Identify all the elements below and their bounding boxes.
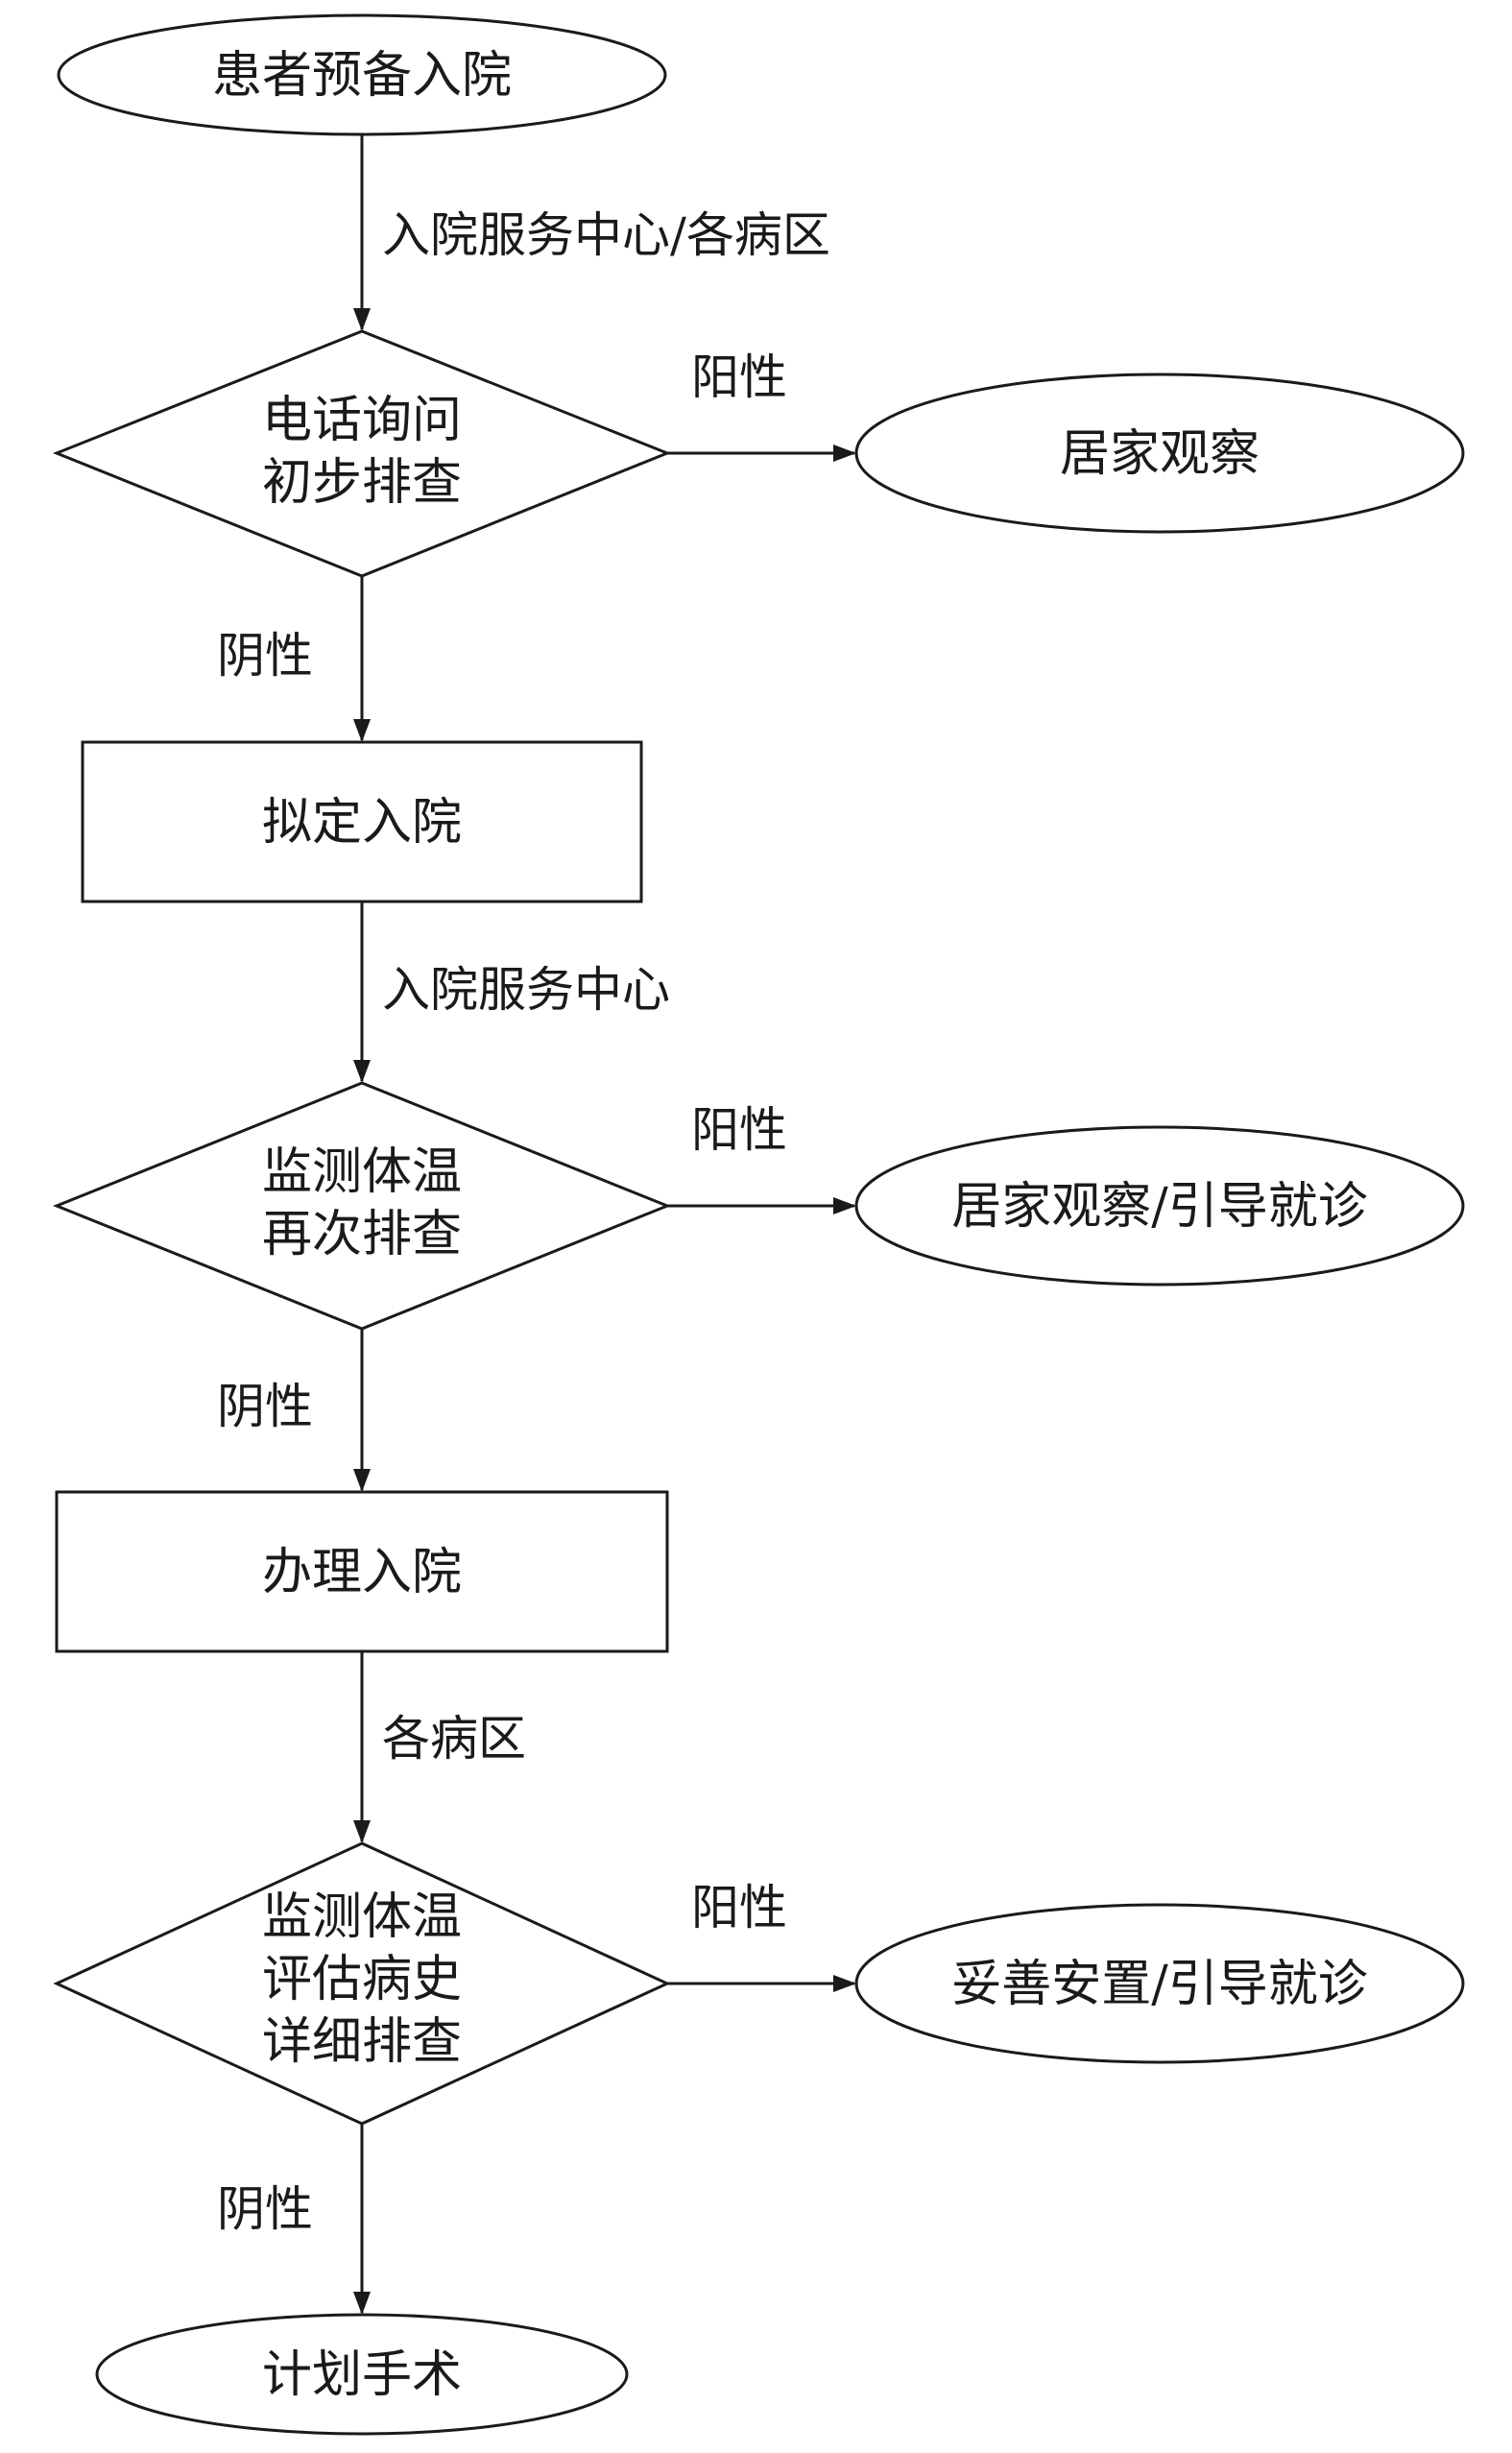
edge-phone-to-home: 阳性 [667, 349, 856, 462]
edge-label-ward: 各病区 [382, 1711, 526, 1767]
node-plan-admission-label: 拟定入院 [262, 794, 462, 852]
edge-temp-to-home-guide: 阳性 [667, 1102, 856, 1214]
decision-detailed-check-line3: 详细排查 [262, 2013, 462, 2071]
edge-detailed-to-settle: 阳性 [667, 1880, 856, 1992]
decision-temp-check: 监测体温 再次排查 [52, 1081, 672, 1331]
decision-detailed-check-line1: 监测体温 [262, 1888, 462, 1946]
node-start: 患者预备入院 [57, 13, 667, 136]
node-do-admission: 办理入院 [55, 1490, 669, 1653]
node-home-observe-label: 居家观察 [1060, 425, 1260, 483]
edge-detailed-to-surgery: 阴性 [217, 2124, 371, 2315]
edge-label-service-center: 入院服务中心 [382, 962, 670, 1018]
edge-label-positive-3: 阳性 [691, 1880, 787, 1936]
node-start-label: 患者预备入院 [212, 47, 512, 105]
node-home-observe-guide: 居家观察/引导就诊 [854, 1125, 1465, 1287]
edge-label-negative-1: 阴性 [217, 628, 313, 684]
node-home-observe: 居家观察 [854, 373, 1465, 534]
node-settle-guide-label: 妥善安置/引导就诊 [951, 1956, 1368, 2013]
edge-temp-to-admission: 阴性 [217, 1329, 371, 1492]
edge-label-negative-3: 阴性 [217, 2181, 313, 2237]
decision-phone-check-line2: 初步排查 [262, 454, 462, 512]
node-home-observe-guide-label: 居家观察/引导就诊 [951, 1178, 1368, 1236]
node-plan-surgery: 计划手术 [95, 2313, 629, 2436]
edge-start-to-phone: 入院服务中心/各病区 [353, 134, 830, 331]
decision-temp-check-line1: 监测体温 [262, 1143, 462, 1201]
node-plan-admission: 拟定入院 [81, 740, 643, 903]
node-settle-guide: 妥善安置/引导就诊 [854, 1903, 1465, 2064]
edge-admission-to-detailed: 各病区 [353, 1651, 526, 1843]
edge-plan-to-temp: 入院服务中心 [353, 902, 670, 1083]
decision-phone-check: 电话询问 初步排查 [52, 329, 672, 578]
edge-label-positive-1: 阳性 [691, 349, 787, 405]
edge-phone-to-plan: 阴性 [217, 576, 371, 742]
decision-detailed-check-line2: 评估病史 [262, 1951, 462, 2008]
edge-label-negative-2: 阴性 [217, 1379, 313, 1434]
decision-temp-check-line2: 再次排查 [262, 1206, 462, 1263]
decision-detailed-check: 监测体温 评估病史 详细排查 [53, 1841, 671, 2126]
edge-label-positive-2: 阳性 [691, 1102, 787, 1158]
edge-label-service-ward: 入院服务中心/各病区 [382, 207, 830, 263]
node-plan-surgery-label: 计划手术 [262, 2346, 462, 2404]
node-do-admission-label: 办理入院 [262, 1544, 462, 1601]
decision-phone-check-line1: 电话询问 [262, 392, 462, 449]
